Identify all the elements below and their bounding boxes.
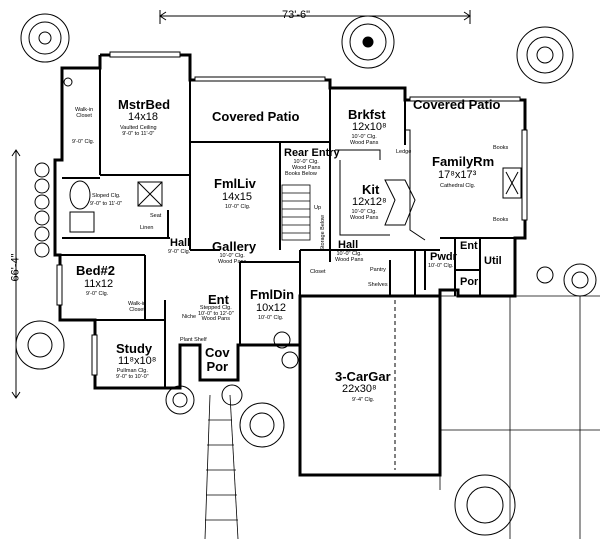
garage-doors <box>394 300 441 470</box>
fml-liv-name: FmlLiv <box>214 176 256 191</box>
bed2-name: Bed#2 <box>76 263 116 278</box>
cov-por-name: Cov Por <box>205 345 230 375</box>
family-rm-note: Cathedral Clg. <box>440 183 476 189</box>
fireplace <box>502 167 522 199</box>
garage-size: 22x30⁸ <box>342 383 377 395</box>
rear-entry-note: 10'-0" Clg. Wood Pans <box>292 159 321 171</box>
fml-liv-note: 10'-0" Clg. <box>225 204 251 210</box>
family-rm-size: 17⁸x17³ <box>438 169 477 181</box>
overall-depth-label: 66'-4" <box>9 253 22 282</box>
depth-dimension-line <box>11 149 21 399</box>
garage-note: 9'-4" Clg. <box>352 397 375 403</box>
books-bottom-label: Books <box>493 217 509 223</box>
mstr-bed-size: 14x18 <box>128 111 158 123</box>
shelves-label: Shelves <box>368 282 388 288</box>
tree-right <box>563 263 597 297</box>
fml-din-note: 10'-0" Clg. <box>258 315 284 321</box>
sloped-clg-note: 9'-0" to 11'-0" <box>90 201 123 207</box>
pwdr-name: Pwdr <box>430 251 457 263</box>
hall-left-note: 9'-0" Clg. <box>168 249 191 255</box>
plant-shelf-label: Plant Shelf <box>180 337 207 343</box>
bed2-size: 11x12 <box>84 278 114 290</box>
closet-label: Closet <box>310 269 326 275</box>
shrubs-front <box>165 266 554 536</box>
kitchen-counters <box>335 129 426 241</box>
family-rm-name: FamilyRm <box>432 154 495 169</box>
brkfst-size: 12x10⁸ <box>352 121 387 133</box>
rear-entry-name: Rear Entry <box>284 147 340 159</box>
windows <box>56 51 528 376</box>
garage-name: 3-CarGar <box>335 369 391 384</box>
brkfst-note: 10'-0" Clg. Wood Pans <box>350 134 379 146</box>
storage-below-label: Storage Below <box>320 214 327 251</box>
walk-in-bed2-name: Walk-in Closet <box>128 301 147 313</box>
hall-left-name: Hall <box>170 237 191 249</box>
driveway <box>300 295 600 539</box>
walk-in-master-note: 9'-0" Clg. <box>72 139 95 145</box>
ledge-label: Ledge <box>396 149 412 155</box>
pantry-label: Pantry <box>370 267 386 273</box>
tree-left-bottom <box>15 320 65 370</box>
fml-din-size: 10x12 <box>256 302 286 314</box>
linen-label: Linen <box>140 225 154 231</box>
books-below-label: Books Below <box>285 171 317 177</box>
brkfst-name: Brkfst <box>348 107 386 122</box>
stairs-up-label: Up <box>314 205 322 211</box>
fml-liv-size: 14x15 <box>222 191 252 203</box>
fml-din-name: FmlDin <box>250 287 295 302</box>
por-right-name: Por <box>460 276 479 288</box>
niche-label: Niche <box>182 314 197 320</box>
kit-name: Kit <box>362 182 380 197</box>
util-name: Util <box>484 255 502 267</box>
kit-note: 10'-0" Clg. Wood Pans <box>350 209 379 221</box>
study-size: 11⁸x10⁸ <box>118 355 157 367</box>
stairs <box>281 184 311 241</box>
ent-note: Stepped Clg. 10'-0" to 12'-0" Wood Pans <box>198 305 234 322</box>
kit-size: 12x12⁸ <box>352 196 387 208</box>
covered-patio-left-name: Covered Patio <box>212 109 300 124</box>
mstr-bed-name: MstrBed <box>118 97 171 112</box>
sloped-clg-name: Sloped Clg. <box>92 193 121 199</box>
hall-center-name: Hall <box>338 239 359 251</box>
gallery-name: Gallery <box>212 239 257 254</box>
ent-name: Ent <box>208 292 229 307</box>
width-dimension-line <box>159 10 471 24</box>
study-name: Study <box>116 341 153 356</box>
books-top-label: Books <box>493 145 509 151</box>
interior-walls <box>60 68 525 388</box>
study-note: Pullman Clg. 9'-0" to 10'-0" <box>116 368 149 380</box>
master-bath-fixtures <box>63 77 163 233</box>
walk-in-master-name: Walk-in Closet <box>75 107 94 119</box>
shrub-cluster-left <box>34 162 50 258</box>
bed2-note: 9'-0" Clg. <box>86 291 109 297</box>
pwdr-note: 10'-0" Clg. <box>428 263 454 269</box>
tree-top-center <box>341 15 395 69</box>
gallery-note: 10'-0" Clg. Wood Pans <box>218 253 247 265</box>
mstr-bed-note: Vaulted Ceiling 9'-0" to 11'-0" <box>120 125 157 137</box>
front-walkway <box>204 394 239 539</box>
tree-top-left <box>20 13 70 63</box>
hall-center-note: 10'-0" Clg. Wood Pans <box>335 251 364 263</box>
ent-right-name: Ent <box>460 240 478 252</box>
covered-patio-right-name: Covered Patio <box>413 97 501 112</box>
seat-label: Seat <box>150 213 162 219</box>
tree-top-right <box>516 26 574 84</box>
overall-width-label: 73'-6" <box>282 9 311 21</box>
